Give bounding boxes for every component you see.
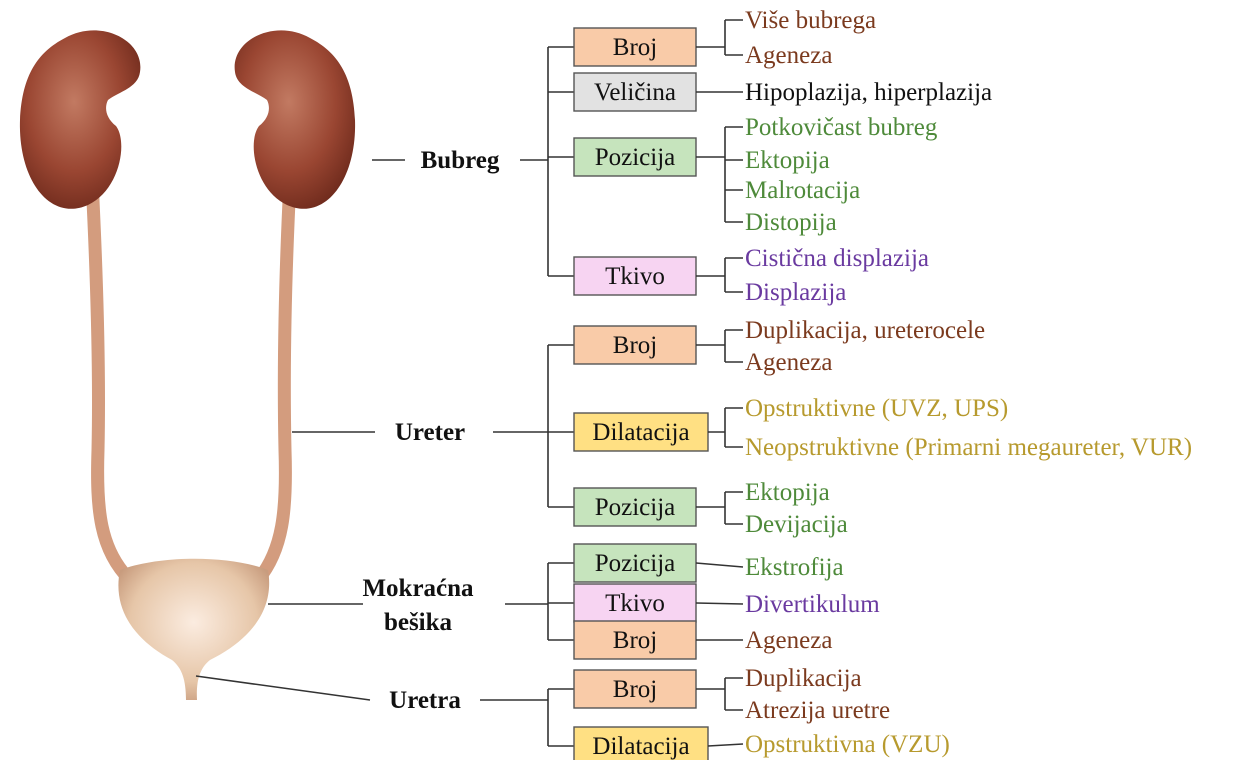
category-dilatacija: Dilatacija Opstruktivna (VZU) xyxy=(548,727,950,760)
anomaly-item: Distopija xyxy=(745,209,837,236)
anomaly-item: Duplikacija xyxy=(745,665,862,692)
category-label: Pozicija xyxy=(595,144,676,171)
leaf-connector xyxy=(708,744,743,746)
bladder xyxy=(118,559,269,700)
anomaly-item: Više bubrega xyxy=(745,7,876,34)
organ-label: Uretra xyxy=(389,687,461,714)
urinary-tract-illustration xyxy=(20,30,355,700)
anomaly-item: Opstruktivne (UVZ, UPS) xyxy=(745,395,1008,422)
anomaly-item: Ageneza xyxy=(745,349,832,376)
anomaly-item: Potkovičast bubreg xyxy=(745,114,938,141)
leaf-connector xyxy=(696,603,743,604)
category-label: Broj xyxy=(613,34,657,61)
left-kidney xyxy=(20,30,140,208)
category-velicina: Veličina Hipoplazija, hiperplazija xyxy=(548,73,992,111)
anatomy-connector xyxy=(196,676,370,700)
category-label: Dilatacija xyxy=(592,419,689,446)
leaf-connector xyxy=(696,563,743,567)
category-pozicija: Pozicija Potkovičast bubregEktopijaMalrot… xyxy=(548,114,938,236)
anomaly-item: Ageneza xyxy=(745,42,832,69)
anomaly-item: Ekstrofija xyxy=(745,554,844,581)
category-tkivo: Tkivo Divertikulum xyxy=(548,584,880,622)
anomaly-item: Duplikacija, ureterocele xyxy=(745,317,985,344)
organ-label: Ureter xyxy=(395,419,465,446)
category-label: Broj xyxy=(613,627,657,654)
category-label: Tkivo xyxy=(605,263,665,290)
category-broj: Broj Ageneza xyxy=(548,621,832,659)
category-dilatacija: Dilatacija Opstruktivne (UVZ, UPS) Neopstr… xyxy=(548,395,1192,461)
anomaly-item: Divertikulum xyxy=(745,591,880,618)
anomaly-item: Displazija xyxy=(745,279,846,306)
category-label: Dilatacija xyxy=(592,733,689,760)
anomaly-item: Ektopija xyxy=(745,147,830,174)
anomaly-item: Ageneza xyxy=(745,627,832,654)
anomaly-item: Hipoplazija, hiperplazija xyxy=(745,79,992,106)
category-label: Pozicija xyxy=(595,494,676,521)
anomaly-item: Ektopija xyxy=(745,479,830,506)
anomaly-item: Cistična displazija xyxy=(745,245,929,272)
category-label: Broj xyxy=(613,332,657,359)
anomaly-item: Opstruktivna (VZU) xyxy=(745,731,950,758)
anomaly-item: Neopstruktivne (Primarni megaureter, VUR… xyxy=(745,434,1192,461)
category-label: Broj xyxy=(613,676,657,703)
organ-branch: Ureter Broj Duplikacija, ureteroceleAgenez… xyxy=(292,317,1192,538)
category-label: Tkivo xyxy=(605,590,665,617)
anomaly-item: Devijacija xyxy=(745,511,848,538)
right-ureter xyxy=(258,140,290,580)
organ-label: Mokraćna xyxy=(362,575,474,602)
anomaly-item: Malrotacija xyxy=(745,177,860,204)
left-ureter xyxy=(92,140,130,580)
anomaly-item: Atrezija uretre xyxy=(745,697,890,724)
organ-label: bešika xyxy=(384,609,453,636)
category-label: Pozicija xyxy=(595,550,676,577)
category-pozicija: Pozicija Ekstrofija xyxy=(548,544,844,582)
organ-label: Bubreg xyxy=(421,147,500,174)
category-label: Veličina xyxy=(594,79,676,106)
right-kidney xyxy=(235,30,355,208)
